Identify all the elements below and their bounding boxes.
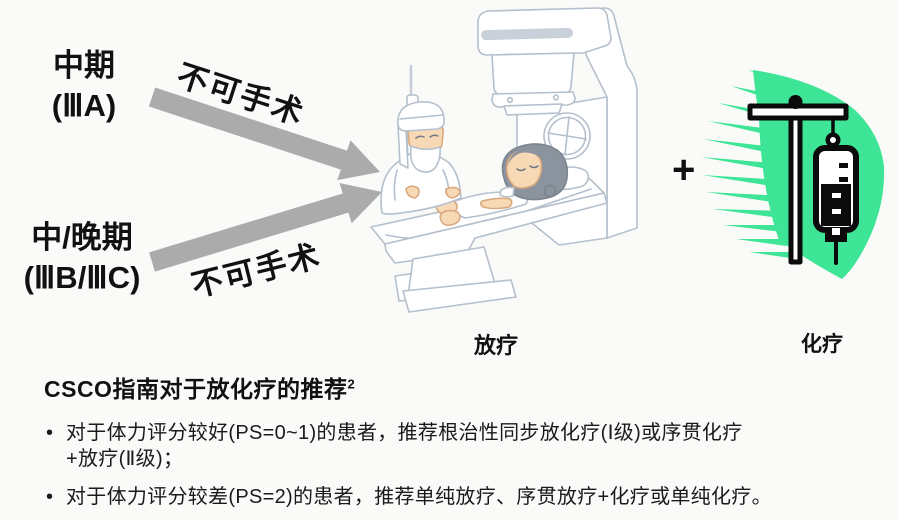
bullet-ps01-line2: +放疗(Ⅱ级)； <box>66 447 184 470</box>
patient-eyes <box>516 165 539 172</box>
doctor-cap-line <box>399 114 444 120</box>
arrow-bottom-icon <box>149 183 382 272</box>
bullet-ps2-line1: 对于体力评分较差(PS=2)的患者，推荐单纯放疗、序贯放疗+化疗或单纯化疗。 <box>66 486 772 508</box>
stage-label-mid-late-line2: (ⅢB/ⅢC) <box>23 260 141 295</box>
doctor-hand-right <box>445 186 461 199</box>
iv-pole-cap <box>788 95 803 109</box>
linac-snout <box>503 103 563 116</box>
doctor-mask <box>409 145 441 173</box>
recommendation-heading: CSCO指南对于放化疗的推荐2 <box>44 370 355 404</box>
iv-bag-ring-hole <box>830 137 836 143</box>
recommendation-heading-text: CSCO指南对于放化疗的推荐 <box>44 376 348 402</box>
radiotherapy-illustration <box>370 7 638 313</box>
collimator-bolt-left <box>506 96 514 104</box>
couch-front <box>384 192 608 264</box>
collimator-bolt-right <box>552 94 560 101</box>
iv-bag-port-hole <box>832 228 840 235</box>
stage-label-mid-line1: 中期 <box>53 48 115 83</box>
iv-bag-marks-top <box>839 163 848 182</box>
iv-bag-marks-liquid <box>832 193 841 214</box>
couch-base-plate <box>402 279 517 313</box>
stage-label-mid-line2: (ⅢA) <box>51 88 117 123</box>
bullet-dot: • <box>46 422 54 444</box>
patient-hair-bun <box>543 184 557 198</box>
plus-sign: + <box>672 148 696 192</box>
iv-bag-liquid <box>821 184 851 226</box>
doctor-hand-left <box>405 185 420 199</box>
patient-arm <box>479 197 513 210</box>
doctor-eyes <box>415 134 439 139</box>
patient-collar <box>499 186 515 198</box>
bullet-dot: • <box>46 486 54 508</box>
patient-fringe <box>508 148 541 166</box>
patient-foot-bottom <box>439 209 461 226</box>
doctor-gown <box>380 152 462 215</box>
arrow-top-icon <box>148 87 380 181</box>
recommendation-heading-superscript: 2 <box>347 376 356 392</box>
radiotherapy-caption: 放疗 <box>473 333 518 358</box>
linac-cylinder <box>491 52 575 96</box>
stage-label-mid: 中期 (ⅢA) <box>18 46 150 126</box>
porthole-inner <box>547 116 587 156</box>
iv-pole <box>788 103 803 265</box>
porthole-cross <box>547 116 587 156</box>
bullet-ps01-line1: 对于体力评分较好(PS=0~1)的患者，推荐根治性同步放化疗(Ⅰ级)或序贯化疗 <box>66 422 743 444</box>
bullet-item-ps01: • 对于体力评分较好(PS=0~1)的患者，推荐根治性同步放化疗(Ⅰ级)或序贯化… <box>44 421 896 472</box>
stage-label-mid-late: 中/晚期 (ⅢB/ⅢC) <box>0 218 166 298</box>
linac-arm <box>585 7 638 239</box>
chemotherapy-illustration <box>701 70 885 279</box>
arrows-graphic <box>148 87 382 272</box>
linac-head-stripe <box>481 27 573 41</box>
recommendation-bullets: • 对于体力评分较好(PS=0~1)的患者，推荐根治性同步放化疗(Ⅰ级)或序贯化… <box>44 421 896 511</box>
bullet-item-ps2: • 对于体力评分较差(PS=2)的患者，推荐单纯放疗、序贯放疗+化疗或单纯化疗。 <box>44 485 896 511</box>
stage-label-mid-late-line1: 中/晚期 <box>31 220 133 255</box>
chemotherapy-caption: 化疗 <box>801 333 843 356</box>
